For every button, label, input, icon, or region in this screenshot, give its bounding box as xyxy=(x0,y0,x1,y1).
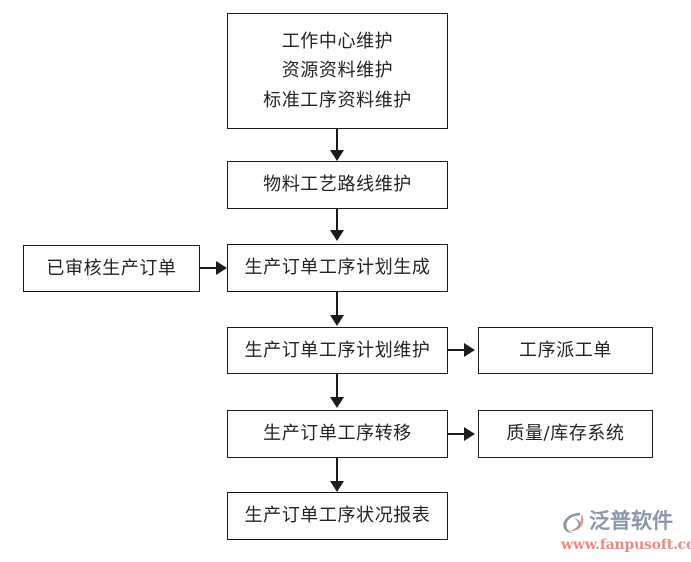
basic-data-maintenance-line-1: 工作中心维护 xyxy=(281,31,394,53)
watermark-brand-row: 泛普软件 xyxy=(560,509,673,535)
operation-plan-generation-node[interactable]: 生产订单工序计划生成 xyxy=(227,244,448,292)
connector-basic-data-to-routing xyxy=(336,129,338,151)
operation-plan-maintenance-label: 生产订单工序计划维护 xyxy=(244,339,431,361)
quality-inventory-system-label: 质量/库存系统 xyxy=(506,423,625,445)
operation-dispatch-order-label: 工序派工单 xyxy=(519,339,612,361)
approved-production-order-node[interactable]: 已审核生产订单 xyxy=(23,245,200,292)
operation-status-report-label: 生产订单工序状况报表 xyxy=(244,505,431,527)
quality-inventory-system-node[interactable]: 质量/库存系统 xyxy=(478,410,653,458)
approved-production-order-label: 已审核生产订单 xyxy=(46,257,177,279)
operation-transfer-node[interactable]: 生产订单工序转移 xyxy=(227,410,448,458)
fanpu-logo-icon xyxy=(563,512,584,533)
material-routing-maintenance-label: 物料工艺路线维护 xyxy=(263,174,412,196)
watermark: 泛普软件 www.fanpusoft.com xyxy=(560,504,691,556)
basic-data-maintenance-line-2: 资源资料维护 xyxy=(281,60,394,82)
arrowhead-transfer-to-quality-inventory xyxy=(464,427,475,441)
operation-transfer-label: 生产订单工序转移 xyxy=(263,423,412,445)
watermark-url-text: www.fanpusoft.com xyxy=(561,536,691,553)
arrowhead-routing-to-plan-generation xyxy=(330,230,344,241)
arrowhead-plan-maintenance-to-dispatch-order xyxy=(464,343,475,357)
arrowhead-transfer-to-status-report xyxy=(330,481,344,492)
operation-status-report-node[interactable]: 生产订单工序状况报表 xyxy=(227,492,448,540)
operation-plan-generation-label: 生产订单工序计划生成 xyxy=(244,257,431,279)
connector-plan-maintenance-to-transfer xyxy=(336,374,338,398)
connector-plan-generation-to-plan-maintenance xyxy=(336,292,338,316)
connector-transfer-to-quality-inventory xyxy=(448,433,466,435)
connector-plan-maintenance-to-dispatch-order xyxy=(448,349,466,351)
arrowhead-plan-maintenance-to-transfer xyxy=(330,397,344,408)
arrowhead-approved-order-to-plan-generation xyxy=(216,261,227,275)
watermark-brand-text: 泛普软件 xyxy=(589,509,673,533)
operation-dispatch-order-node[interactable]: 工序派工单 xyxy=(478,327,653,374)
arrowhead-basic-data-to-routing xyxy=(330,150,344,161)
connector-routing-to-plan-generation xyxy=(336,209,338,231)
connector-approved-order-to-plan-generation xyxy=(200,267,218,269)
basic-data-maintenance-node[interactable]: 工作中心维护 资源资料维护 标准工序资料维护 xyxy=(227,13,448,129)
basic-data-maintenance-line-3: 标准工序资料维护 xyxy=(263,89,412,111)
operation-plan-maintenance-node[interactable]: 生产订单工序计划维护 xyxy=(227,327,448,374)
arrowhead-plan-generation-to-plan-maintenance xyxy=(330,315,344,326)
material-routing-maintenance-node[interactable]: 物料工艺路线维护 xyxy=(227,161,448,209)
connector-transfer-to-status-report xyxy=(336,458,338,482)
